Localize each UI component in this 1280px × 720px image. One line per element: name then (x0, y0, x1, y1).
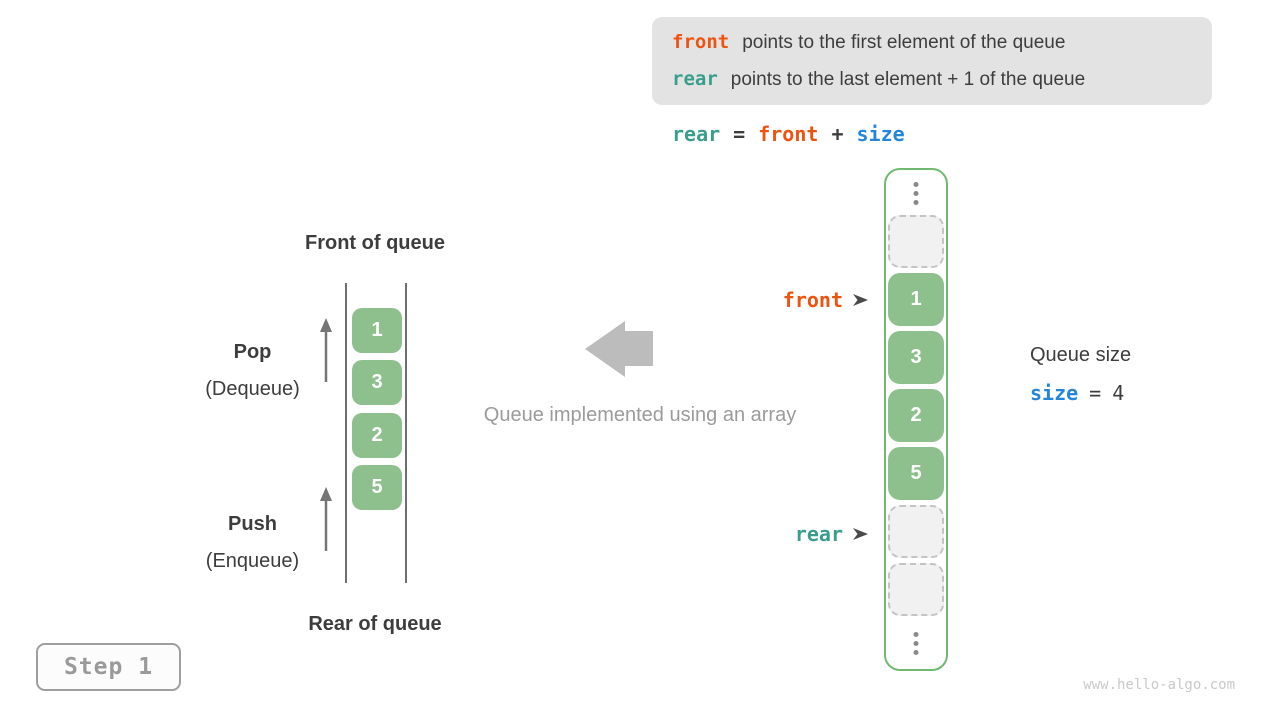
array-cell: 5 (888, 447, 944, 500)
size-value: 4 (1112, 381, 1125, 405)
queue-channel-left-wall (345, 283, 347, 583)
push-label-block: Push (Enqueue) (160, 506, 345, 580)
pointer-arrowhead-icon (853, 528, 868, 540)
pointer-arrowhead-icon (853, 294, 868, 306)
formula-size: size (856, 122, 905, 146)
pop-up-arrow-icon (320, 318, 332, 382)
front-description: points to the first element of the queue (742, 32, 1066, 53)
formula-front: front (758, 122, 819, 146)
push-up-arrow-icon (320, 487, 332, 551)
array-cell-empty (888, 505, 944, 558)
rear-of-queue-label: Rear of queue (308, 613, 442, 635)
formula-plus: + (831, 122, 844, 146)
size-equals: = (1089, 381, 1102, 405)
queue-size-title: Queue size (1030, 344, 1132, 366)
step-badge: Step 1 (36, 643, 181, 691)
rear-code-token: rear (672, 68, 718, 90)
info-line-rear: rear points to the last element + 1 of th… (672, 64, 1212, 95)
queue-element: 5 (352, 465, 402, 510)
front-of-queue-label: Front of queue (305, 232, 445, 254)
formula-rear: rear (672, 122, 721, 146)
info-box: front points to the first element of the … (652, 17, 1212, 105)
queue-element: 2 (352, 413, 402, 458)
queue-size-value-row: size = 4 (1030, 381, 1124, 405)
formula-rear-front-size: rear = front + size (672, 122, 905, 146)
dequeue-label: (Dequeue) (205, 378, 300, 400)
info-line-front: front points to the first element of the … (672, 27, 1212, 58)
ellipsis-dots-top (913, 182, 919, 205)
rear-pointer: rear (700, 520, 870, 548)
queue-element: 1 (352, 308, 402, 353)
enqueue-label: (Enqueue) (205, 550, 300, 572)
watermark: www.hello-algo.com (1083, 677, 1235, 693)
front-code-token: front (672, 31, 730, 53)
queue-element: 3 (352, 360, 402, 405)
array-implementation-caption: Queue implemented using an array (483, 404, 797, 426)
formula-equals: = (733, 122, 746, 146)
size-var-token: size (1030, 381, 1079, 405)
rear-pointer-label: rear (794, 522, 843, 546)
ellipsis-dots-bottom (913, 632, 919, 655)
rear-description: points to the last element + 1 of the qu… (730, 69, 1086, 90)
array-cell-empty (888, 563, 944, 616)
array-container: 1 3 2 5 (884, 168, 948, 671)
array-cell-empty (888, 215, 944, 268)
array-cell: 3 (888, 331, 944, 384)
push-label: Push (228, 513, 277, 535)
array-cell: 1 (888, 273, 944, 326)
pop-label: Pop (233, 341, 272, 363)
front-pointer: front (700, 286, 870, 314)
front-pointer-label: front (782, 288, 843, 312)
array-cell: 2 (888, 389, 944, 442)
left-block-arrow-icon (585, 321, 653, 377)
pop-label-block: Pop (Dequeue) (160, 334, 345, 408)
queue-channel-right-wall (405, 283, 407, 583)
